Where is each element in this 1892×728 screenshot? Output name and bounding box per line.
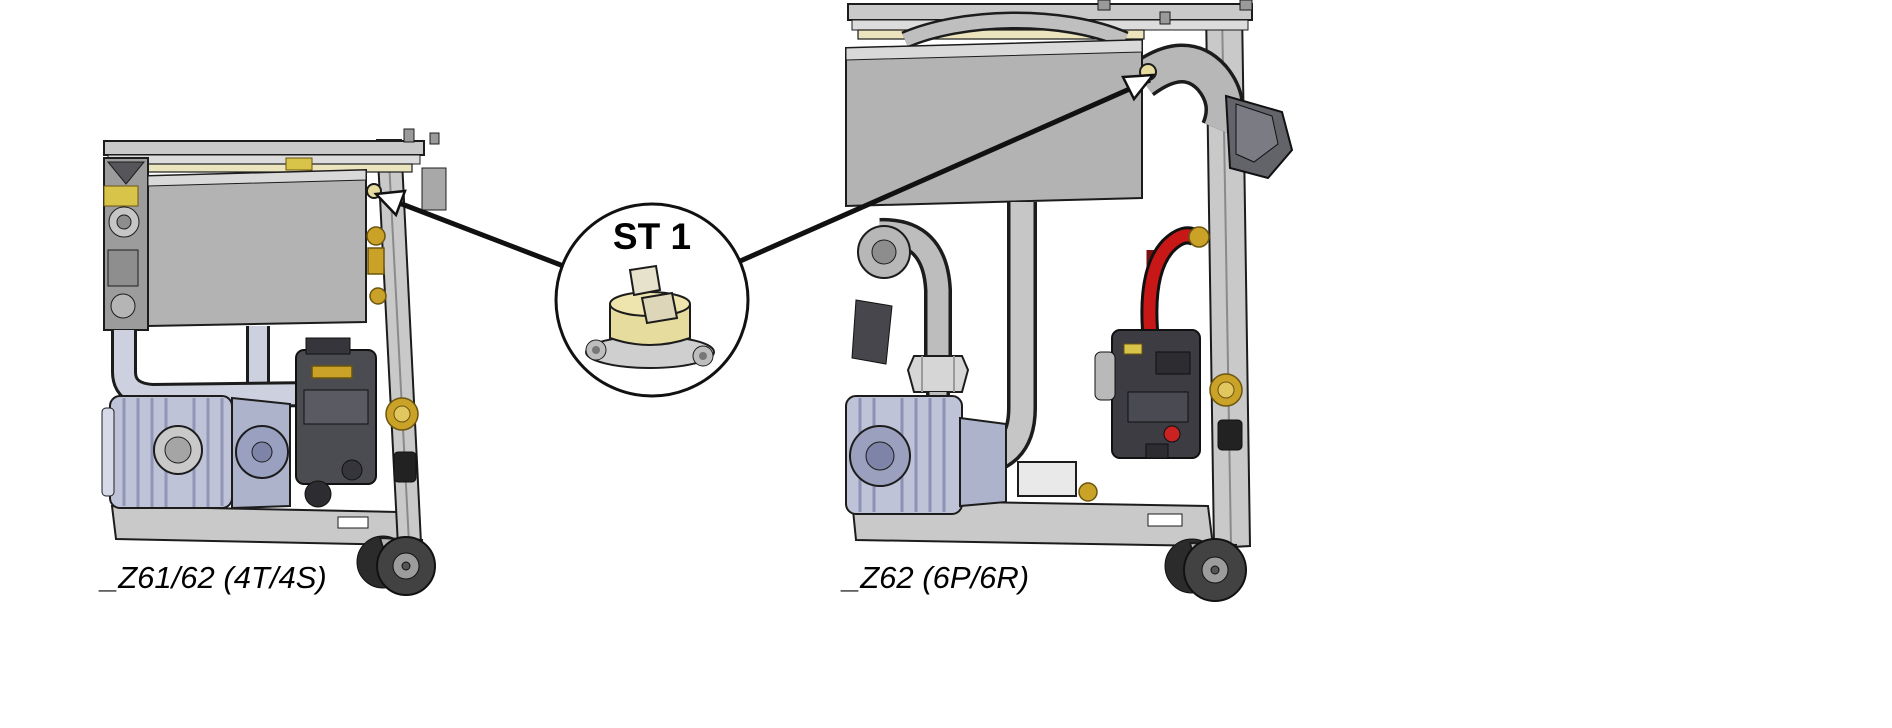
brass-fitting	[1078, 482, 1098, 502]
pipes-left	[111, 326, 319, 410]
sensor-tab	[640, 291, 679, 325]
brass-valve-right-core	[1217, 381, 1235, 399]
blower-right	[1224, 94, 1294, 180]
bolt-icon	[1097, 0, 1111, 11]
machine-left-illustration	[101, 128, 447, 596]
bolt-icon	[1159, 11, 1171, 25]
red-hose	[1140, 226, 1210, 331]
bracket-right	[851, 299, 893, 365]
left-machine-label: _Z61/62 (4T/4S)	[101, 560, 327, 595]
pump-right	[845, 395, 1007, 515]
pump-left	[101, 395, 291, 510]
bolt-icon	[1239, 0, 1253, 11]
gas-valve-left	[295, 337, 377, 508]
sensor-tab	[628, 264, 662, 297]
knob-left	[393, 451, 417, 483]
knob-right	[1217, 419, 1243, 451]
arrow-left-icon	[373, 189, 407, 218]
callout	[373, 73, 1156, 398]
machine-right-illustration	[845, 0, 1294, 602]
side-block-left	[421, 167, 447, 211]
brass-valve-left-core	[393, 405, 411, 423]
callout-label: ST 1	[612, 216, 692, 257]
gas-valve-right	[1094, 329, 1201, 459]
caster-wheel-right	[1164, 538, 1247, 602]
right-machine-label: _Z62 (6P/6R)	[843, 560, 1030, 595]
manifold-left	[103, 157, 149, 331]
hex-coupling	[906, 355, 970, 393]
heat-exchanger-right	[845, 38, 1143, 208]
base-slot-right	[1147, 513, 1183, 527]
sensor-illustration	[585, 264, 715, 369]
brass-fitting	[367, 247, 385, 275]
bolt-icon	[429, 132, 440, 145]
caster-wheel-left	[356, 535, 436, 596]
cream-strip-right	[857, 29, 1145, 40]
arrow-right-icon	[1121, 73, 1156, 102]
brass-fitting	[285, 157, 313, 171]
heat-exchanger-left	[147, 168, 367, 328]
junction-box-right	[1017, 461, 1077, 497]
bolt-icon	[403, 128, 415, 143]
brass-fitting	[369, 287, 387, 305]
brass-fitting	[366, 226, 386, 246]
base-slot-left	[337, 516, 369, 529]
top-rail-left	[103, 140, 425, 156]
